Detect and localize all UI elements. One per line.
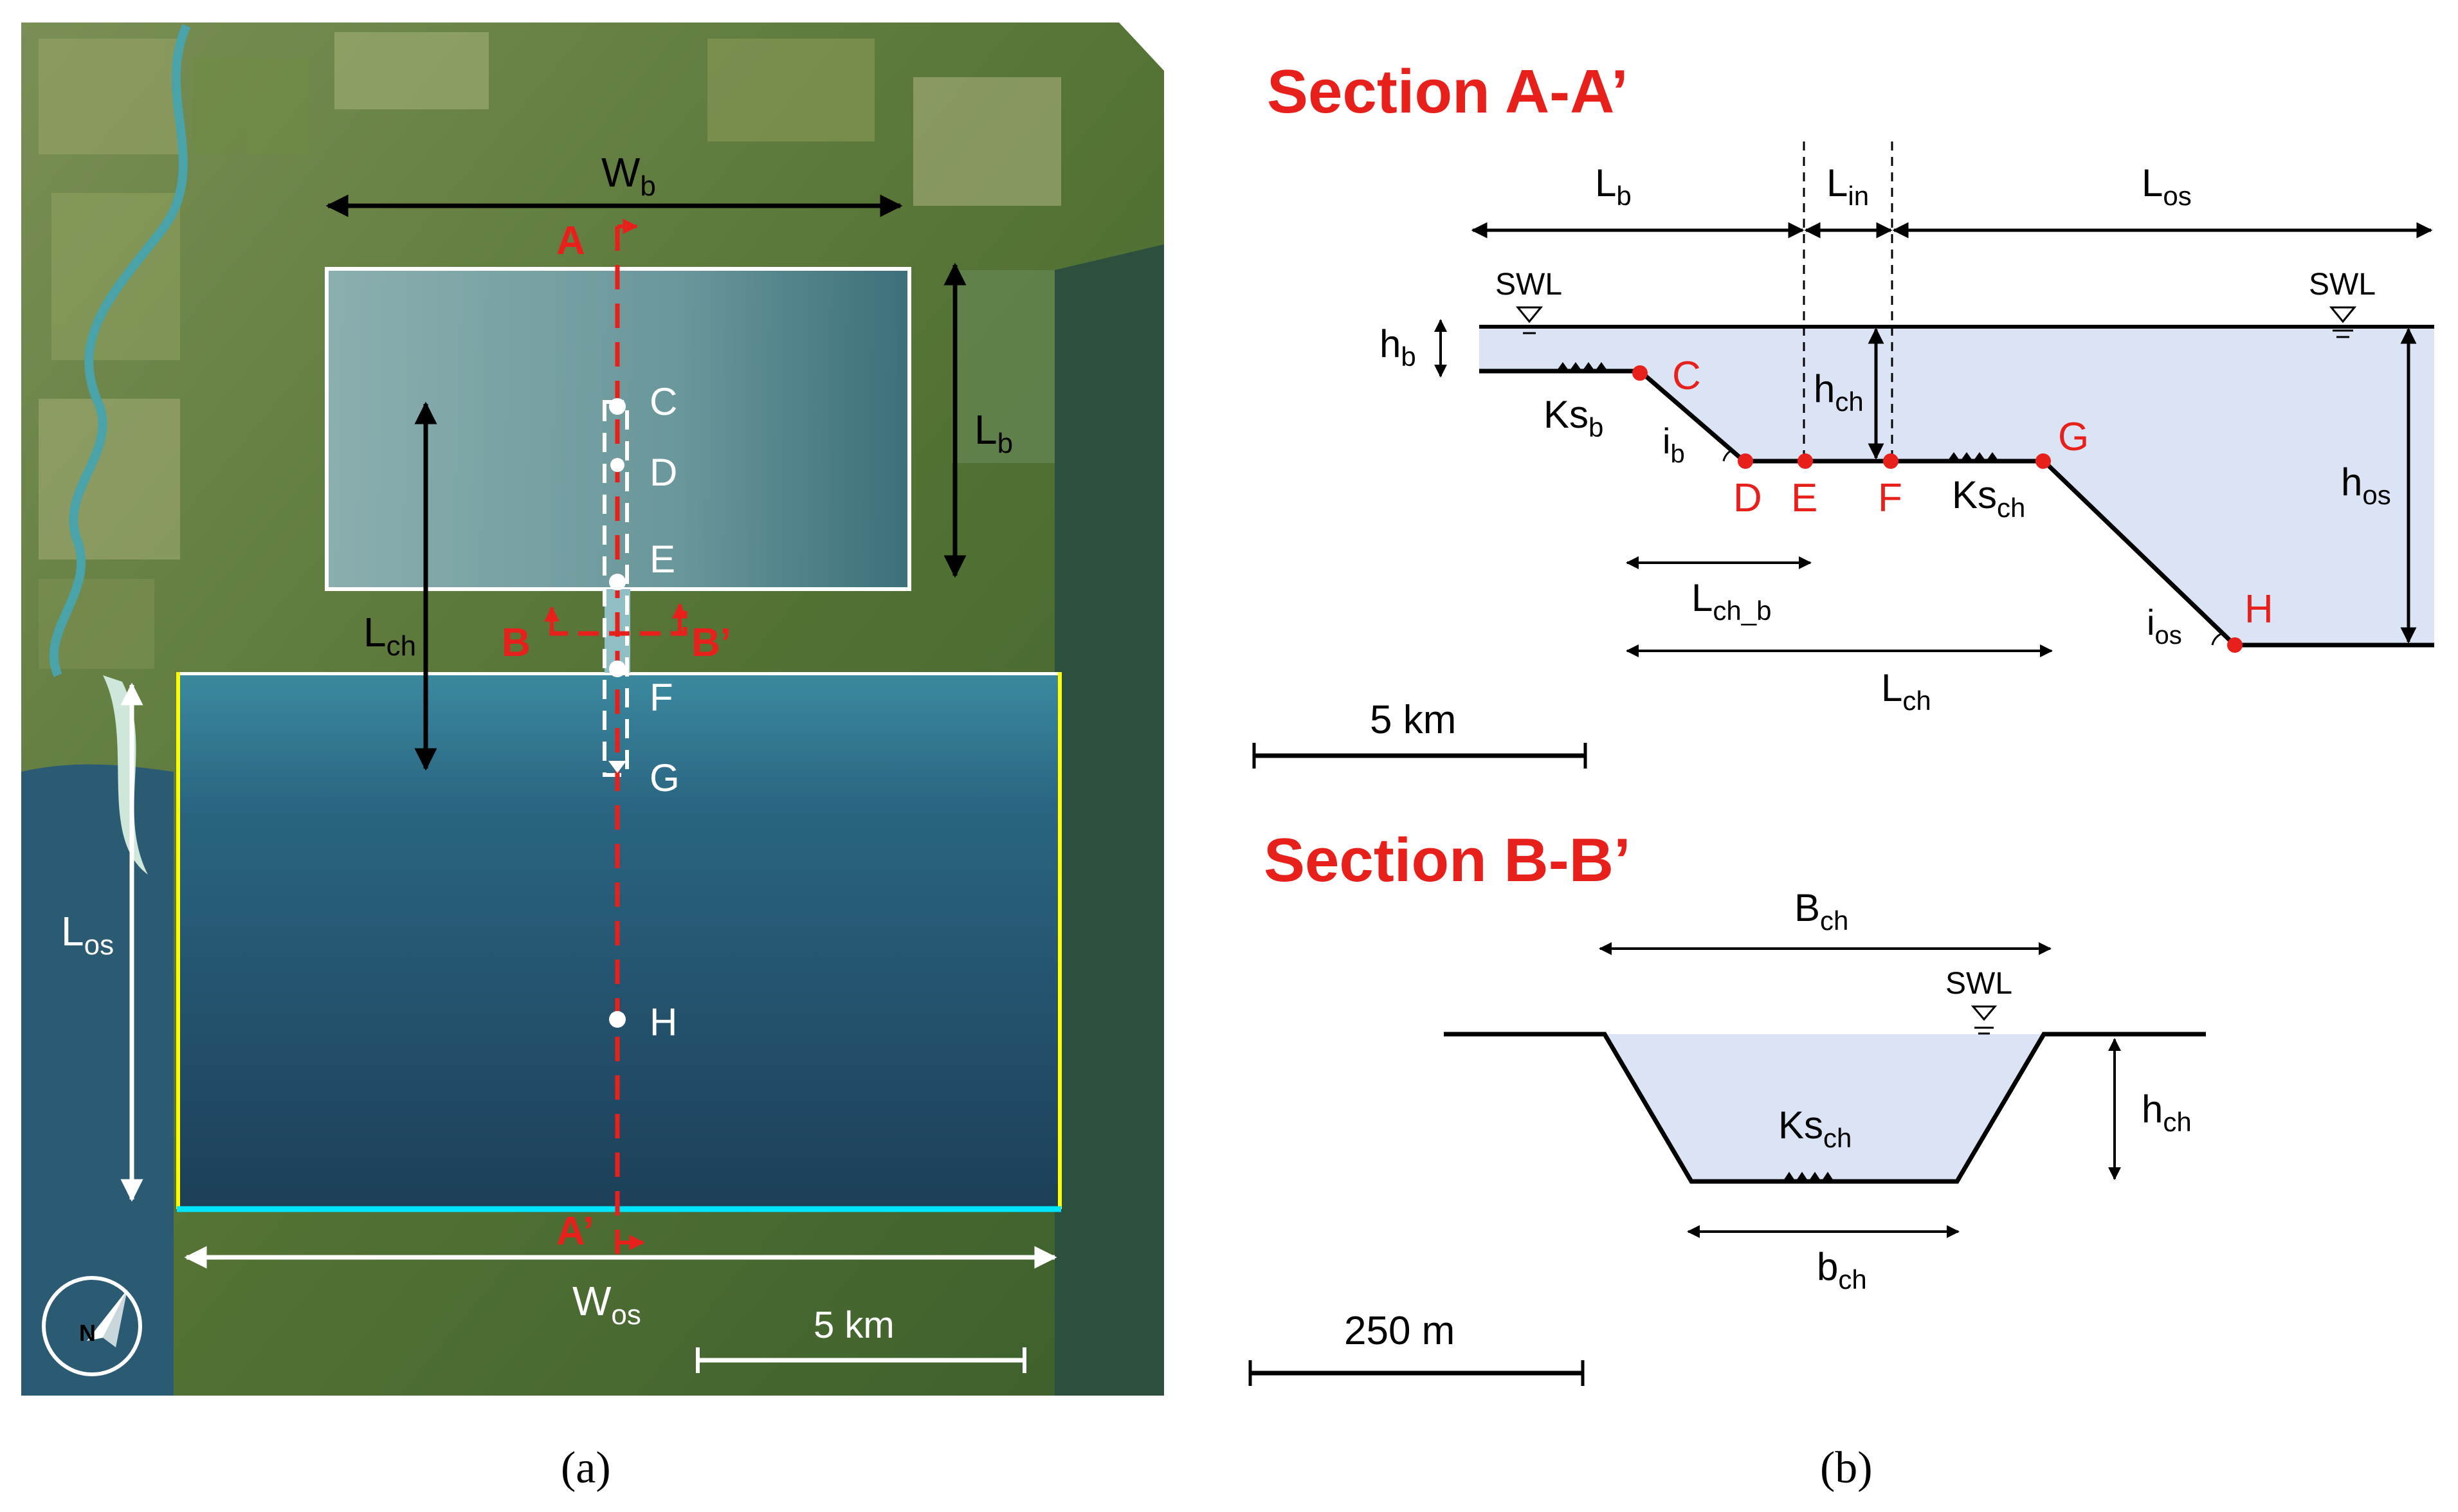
ios-label: ios xyxy=(2147,602,2182,650)
ksch-label: Ksch xyxy=(1952,473,2025,523)
section-bb-scale-bar: 250 m xyxy=(1248,1309,1585,1386)
lch-label-b: Lch xyxy=(1881,666,1931,716)
swl-left-icon xyxy=(1515,306,1543,334)
map-scale-label: 5 km xyxy=(814,1304,895,1346)
map-point-g xyxy=(608,761,626,773)
section-point-h xyxy=(2227,637,2243,653)
panel-b-section-bb: Section B-B’ Bch SWL hch Ksch bch 250 m xyxy=(1248,826,2206,1386)
corner-mask xyxy=(1119,23,1164,71)
lchb-label: Lch_b xyxy=(1691,576,1771,626)
map-label-a: A xyxy=(556,219,585,263)
map-label-g: G xyxy=(650,756,680,799)
map-label-e: E xyxy=(650,538,675,581)
ib-angle-icon xyxy=(1722,449,1733,462)
north-label: N xyxy=(79,1320,96,1346)
bb-ksch-label: Ksch xyxy=(1778,1104,1852,1153)
swl-left-label: SWL xyxy=(1495,268,1562,302)
lb-dim-label: Lb xyxy=(1595,161,1632,211)
swl-right-icon xyxy=(2329,306,2357,338)
map-label-b-prime: B’ xyxy=(691,621,731,665)
map-label-h: H xyxy=(650,1001,677,1044)
bb-hch-label: hch xyxy=(2142,1088,2192,1137)
bb-swl-icon xyxy=(1971,1005,1998,1035)
hch-label: hch xyxy=(1814,367,1864,417)
panel-a-map: Wb Lb Lch Los Wos A A’ B B’ C D E F G H … xyxy=(21,23,1164,1396)
ios-angle-icon xyxy=(2211,632,2223,646)
section-label-c: C xyxy=(1672,354,1701,398)
map-label-c: C xyxy=(650,380,677,423)
section-label-h: H xyxy=(2244,587,2273,632)
los-label: Los xyxy=(61,908,114,961)
map-label-b: B xyxy=(502,621,531,665)
map-scale-bar: 5 km xyxy=(696,1304,1026,1373)
map-label-d: D xyxy=(650,451,677,494)
caption-a: (a) xyxy=(561,1443,611,1493)
section-aa-scale-label: 5 km xyxy=(1370,698,1456,742)
section-aa-water xyxy=(1479,327,2434,645)
section-bb-scale-label: 250 m xyxy=(1344,1309,1455,1353)
caption-b: (b) xyxy=(1820,1443,1873,1493)
section-point-e xyxy=(1798,453,1813,469)
bch-label: Bch xyxy=(1794,886,1848,936)
panel-b-section-aa: Section A-A’ Lb Lin Los SWL SWL xyxy=(1252,57,2434,769)
section-point-d xyxy=(1738,453,1753,469)
section-bb-water xyxy=(1605,1034,2044,1181)
section-point-g xyxy=(2035,453,2051,469)
map-point-e xyxy=(609,574,626,590)
map-label-f: F xyxy=(650,676,673,719)
section-label-d: D xyxy=(1733,476,1762,520)
ib-label: ib xyxy=(1662,421,1685,468)
lin-dim-label: Lin xyxy=(1826,161,1869,211)
bch-small-label: bch xyxy=(1817,1245,1867,1295)
map-point-f xyxy=(609,660,626,677)
swl-right-label: SWL xyxy=(2309,268,2376,302)
north-arrow-icon: N xyxy=(42,1276,142,1376)
los-dim-label: Los xyxy=(2142,161,2192,211)
lb-label: Lb xyxy=(974,406,1013,459)
map-label-a-prime: A’ xyxy=(556,1209,594,1253)
hos-label: hos xyxy=(2341,460,2391,510)
ksb-label: Ksb xyxy=(1543,393,1603,442)
section-label-e: E xyxy=(1791,476,1817,520)
sea-right xyxy=(1055,244,1164,1396)
ksch-roughness-marks xyxy=(1947,452,1999,461)
section-label-g: G xyxy=(2058,415,2089,459)
ksb-roughness-marks xyxy=(1556,362,1608,371)
bb-swl-label: SWL xyxy=(1945,967,2012,1001)
hb-label: hb xyxy=(1379,322,1416,372)
river xyxy=(50,24,191,677)
lch-label: Lch xyxy=(363,609,416,662)
section-point-f xyxy=(1883,453,1898,469)
wos-label: Wos xyxy=(572,1278,641,1331)
map-point-d xyxy=(610,458,624,472)
section-label-f: F xyxy=(1878,476,1902,520)
map-point-h xyxy=(609,1011,626,1028)
bb-roughness-marks xyxy=(1783,1172,1834,1181)
section-point-c xyxy=(1632,365,1648,381)
sea-left xyxy=(21,764,174,1396)
map-point-c xyxy=(609,398,626,415)
section-aa-scale-bar: 5 km xyxy=(1252,698,1587,769)
section-aa-title: Section A-A’ xyxy=(1267,57,1628,126)
wb-label: Wb xyxy=(601,149,656,202)
field-texture xyxy=(39,32,1119,669)
section-bb-title: Section B-B’ xyxy=(1264,826,1631,895)
